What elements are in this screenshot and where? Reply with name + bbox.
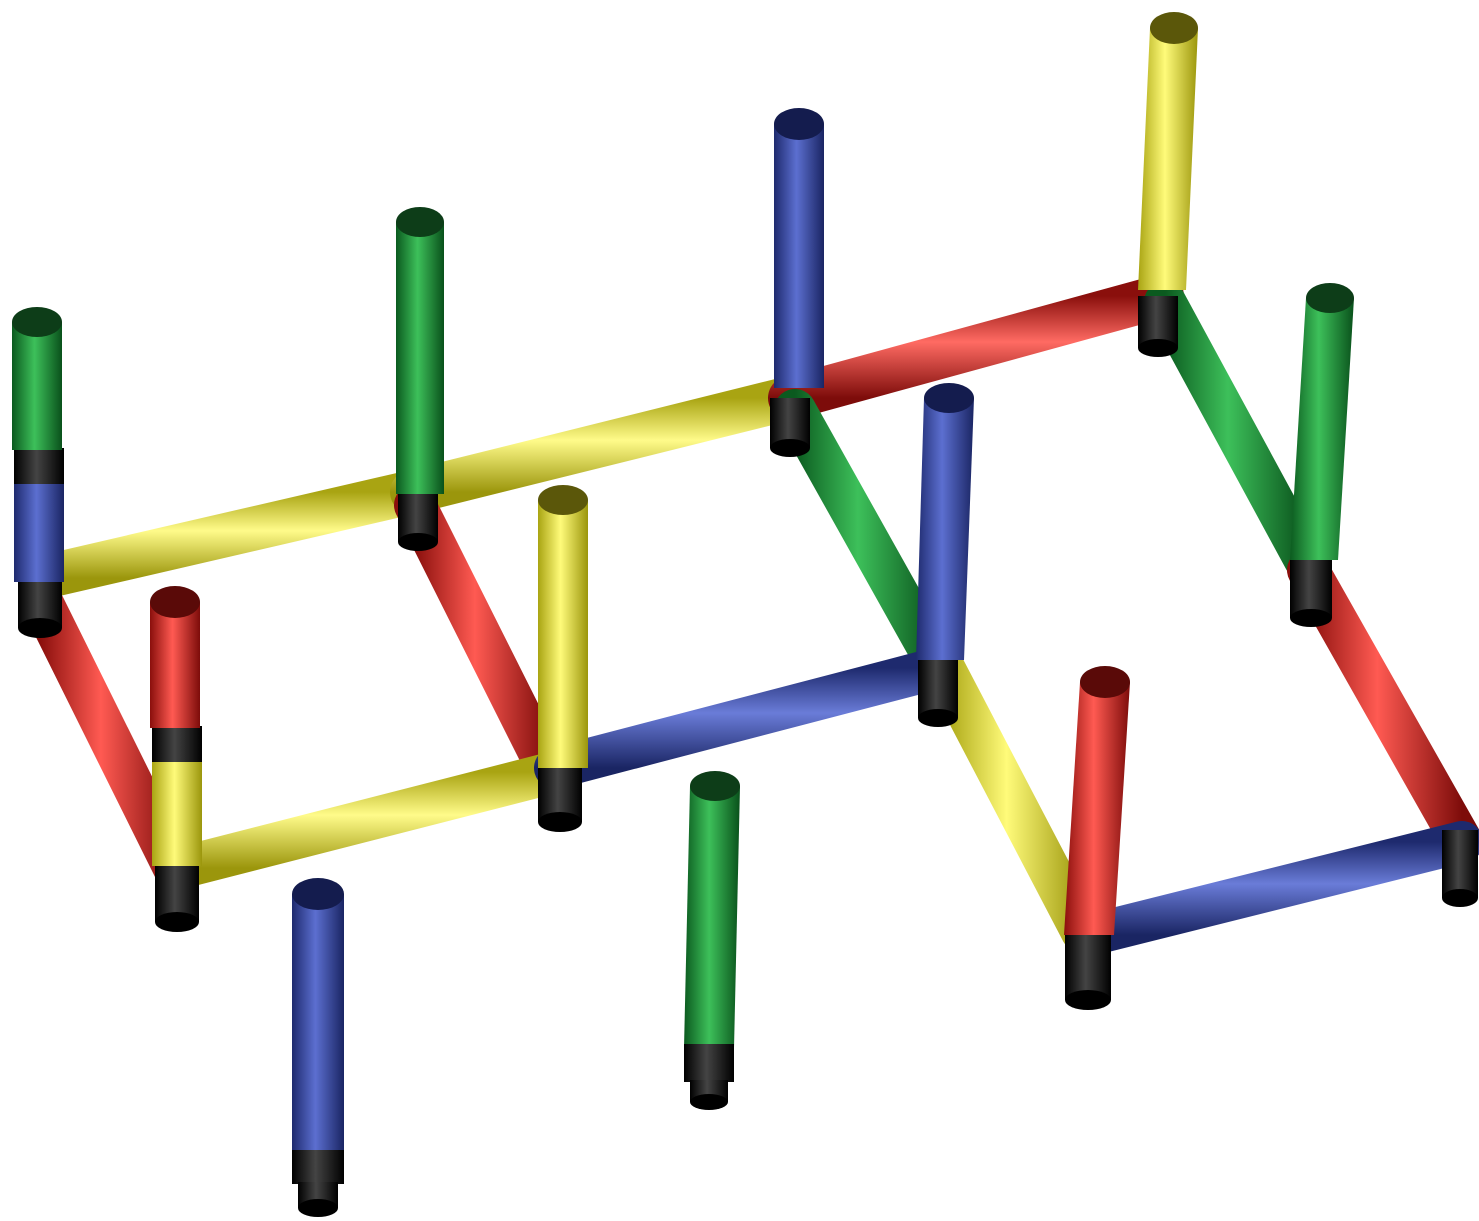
joint-back-right [1138, 296, 1178, 357]
rod-blue-front-right [1069, 821, 1479, 956]
joints [18, 296, 1478, 1010]
post-blue-back-mid [774, 108, 824, 388]
vertical-posts [12, 12, 1354, 935]
joint-right-mid [1290, 560, 1332, 627]
joint-front-left [155, 860, 199, 932]
post-green-back-left [396, 207, 444, 494]
joint-far-right [1442, 830, 1478, 907]
post-green-far-left [12, 322, 62, 450]
post-far-left-stack [12, 307, 64, 582]
horizontal-rods [18, 274, 1479, 956]
rod-red-mid-left [394, 484, 569, 791]
post-blue-center-right [916, 383, 974, 660]
joint-center-right [918, 660, 958, 727]
loose-green-post [684, 771, 740, 1110]
post-yellow-front-left [152, 760, 202, 866]
rod-red-back-right [768, 274, 1184, 420]
post-yellow-center [538, 485, 588, 768]
joint-front-center [538, 760, 582, 832]
rod-yellow-front-diag [924, 649, 1103, 953]
rod-green-mid-right [774, 389, 956, 681]
joint-front-right [1065, 930, 1111, 1010]
post-coupler-far-left [14, 448, 64, 484]
joint-back-left [18, 578, 62, 638]
post-front-left-stack [150, 586, 202, 866]
rod-green-right-side [1144, 281, 1326, 581]
post-green-right [1290, 283, 1354, 560]
rod-yellow-back-mid [390, 376, 812, 514]
rod-blue-front-mid [534, 647, 959, 789]
post-red-front-right [1064, 666, 1130, 935]
post-red-front-left [150, 602, 200, 728]
post-blue-far-left [14, 482, 64, 582]
rod-yellow-back-left [18, 470, 434, 600]
post-coupler-front-left [152, 726, 202, 762]
joint-back-mid-left [398, 492, 438, 551]
loose-blue-post [292, 878, 344, 1217]
loose-pieces [292, 771, 740, 1217]
post-yellow-back-right [1138, 12, 1198, 290]
rod-red-right-diag [1287, 549, 1479, 863]
joint-back-mid-right [770, 398, 810, 457]
rod-yellow-front-left [159, 751, 576, 889]
